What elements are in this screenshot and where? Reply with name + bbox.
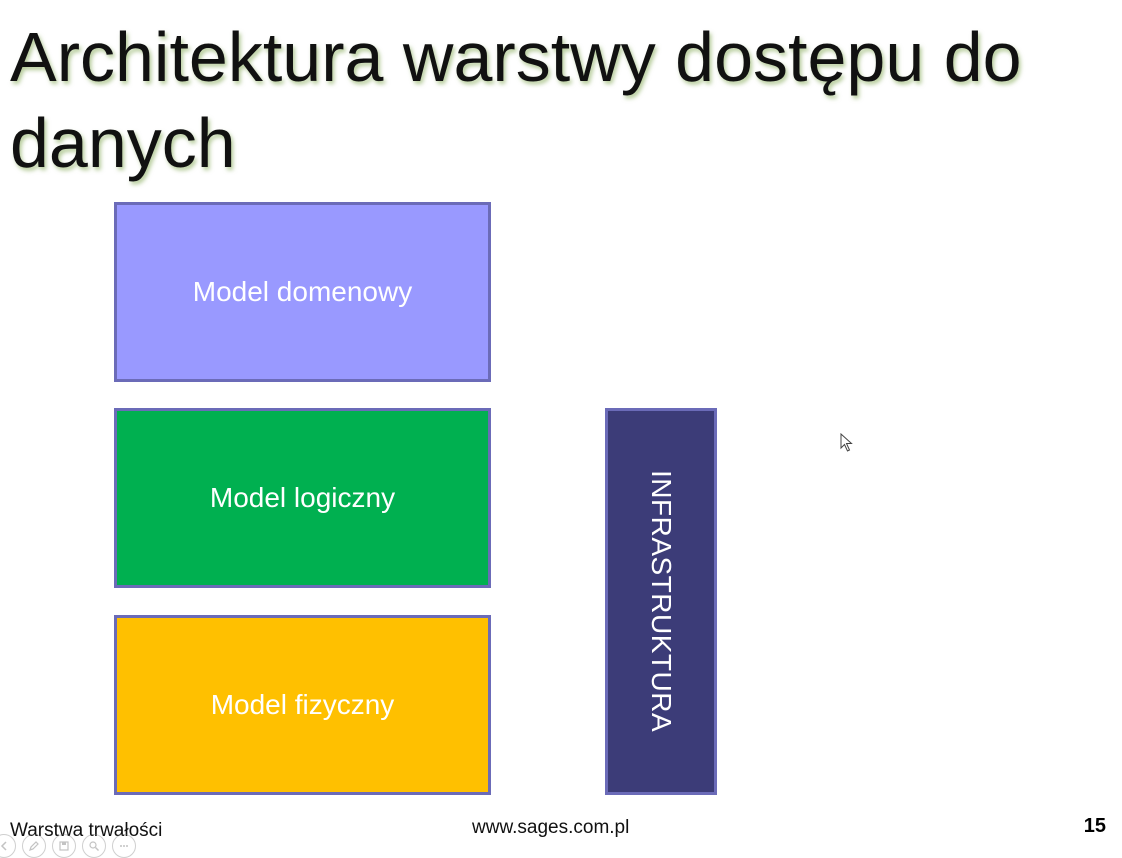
slideshow-controls: [0, 834, 136, 858]
page-number: 15: [1083, 815, 1106, 837]
domain-model-label: Model domenowy: [192, 276, 413, 307]
mouse-cursor-icon: [840, 433, 853, 452]
domain-model-box: Model domenowy: [114, 202, 491, 382]
zoom-icon[interactable]: [82, 834, 106, 858]
footer-website: www.sages.com.pl: [472, 817, 630, 838]
back-icon[interactable]: [0, 834, 16, 858]
infrastructure-label: INFRASTRUKTURA: [646, 470, 677, 733]
physical-model-label: Model fizyczny: [210, 689, 395, 720]
physical-model-box: Model fizyczny: [114, 615, 491, 795]
pen-icon[interactable]: [22, 834, 46, 858]
slide-title: Architektura warstwy dostępu do danych: [10, 18, 1022, 182]
more-icon[interactable]: [112, 834, 136, 858]
logical-model-box: Model logiczny: [114, 408, 491, 588]
infrastructure-box: INFRASTRUKTURA: [605, 408, 717, 795]
slides-icon[interactable]: [52, 834, 76, 858]
logical-model-label: Model logiczny: [209, 482, 396, 513]
